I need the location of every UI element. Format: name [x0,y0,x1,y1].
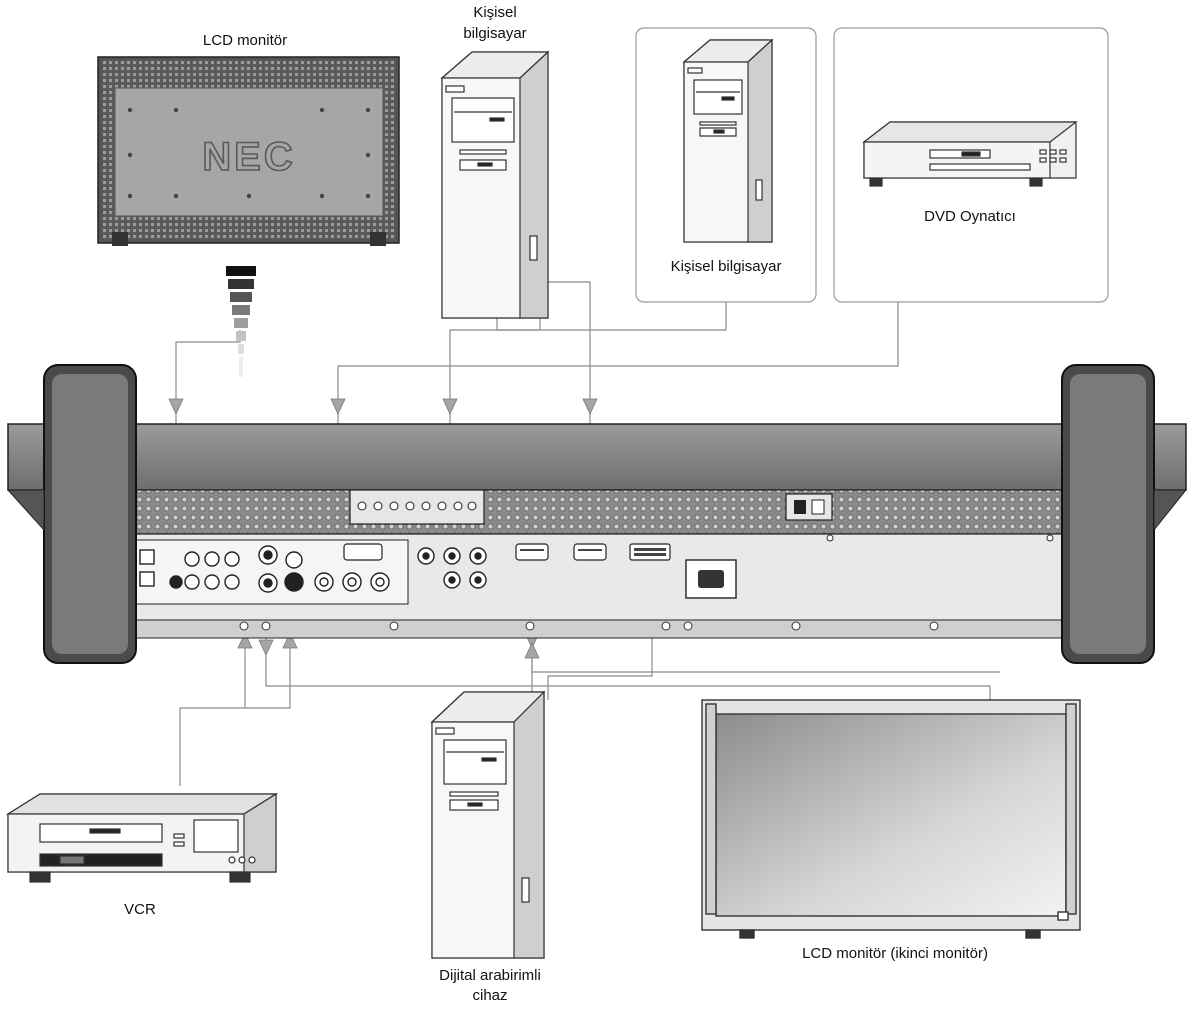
label-pc-top-line1: Kişisel [473,4,517,21]
bnc-connectors [417,547,487,589]
vcr [5,792,279,883]
rca-jacks [139,545,390,593]
vga-ports [515,543,671,561]
signal-gradient-icon [226,266,256,377]
lcd-monitor-rear: NEC [97,56,400,377]
nec-logo: NEC [202,135,295,179]
dvi-port [629,543,671,561]
digital-device-tower [430,690,546,959]
label-vcr: VCR [124,901,156,918]
label-second-monitor: LCD monitör (ikinci monitör) [802,945,988,962]
pc-tower-box [635,27,817,303]
cable-vcr [179,625,291,786]
label-lcd-monitor: LCD monitör [202,32,288,49]
label-digital-device-line1: Dijital arabirimli [439,967,541,984]
label-dvd-player: DVD Oynatıcı [924,208,1016,225]
second-lcd-monitor [701,699,1081,939]
pc-tower-top [440,50,550,319]
label-digital-device-line2: cihaz [472,987,508,1004]
rs232-port [343,543,383,561]
main-display-rear [6,364,1188,664]
power-switch [785,493,833,521]
dvd-player [833,27,1109,303]
label-pc-top-line2: bilgisayar [463,25,527,42]
arrowheads [168,398,598,659]
label-pc-box: Kişisel bilgisayar [670,258,782,275]
